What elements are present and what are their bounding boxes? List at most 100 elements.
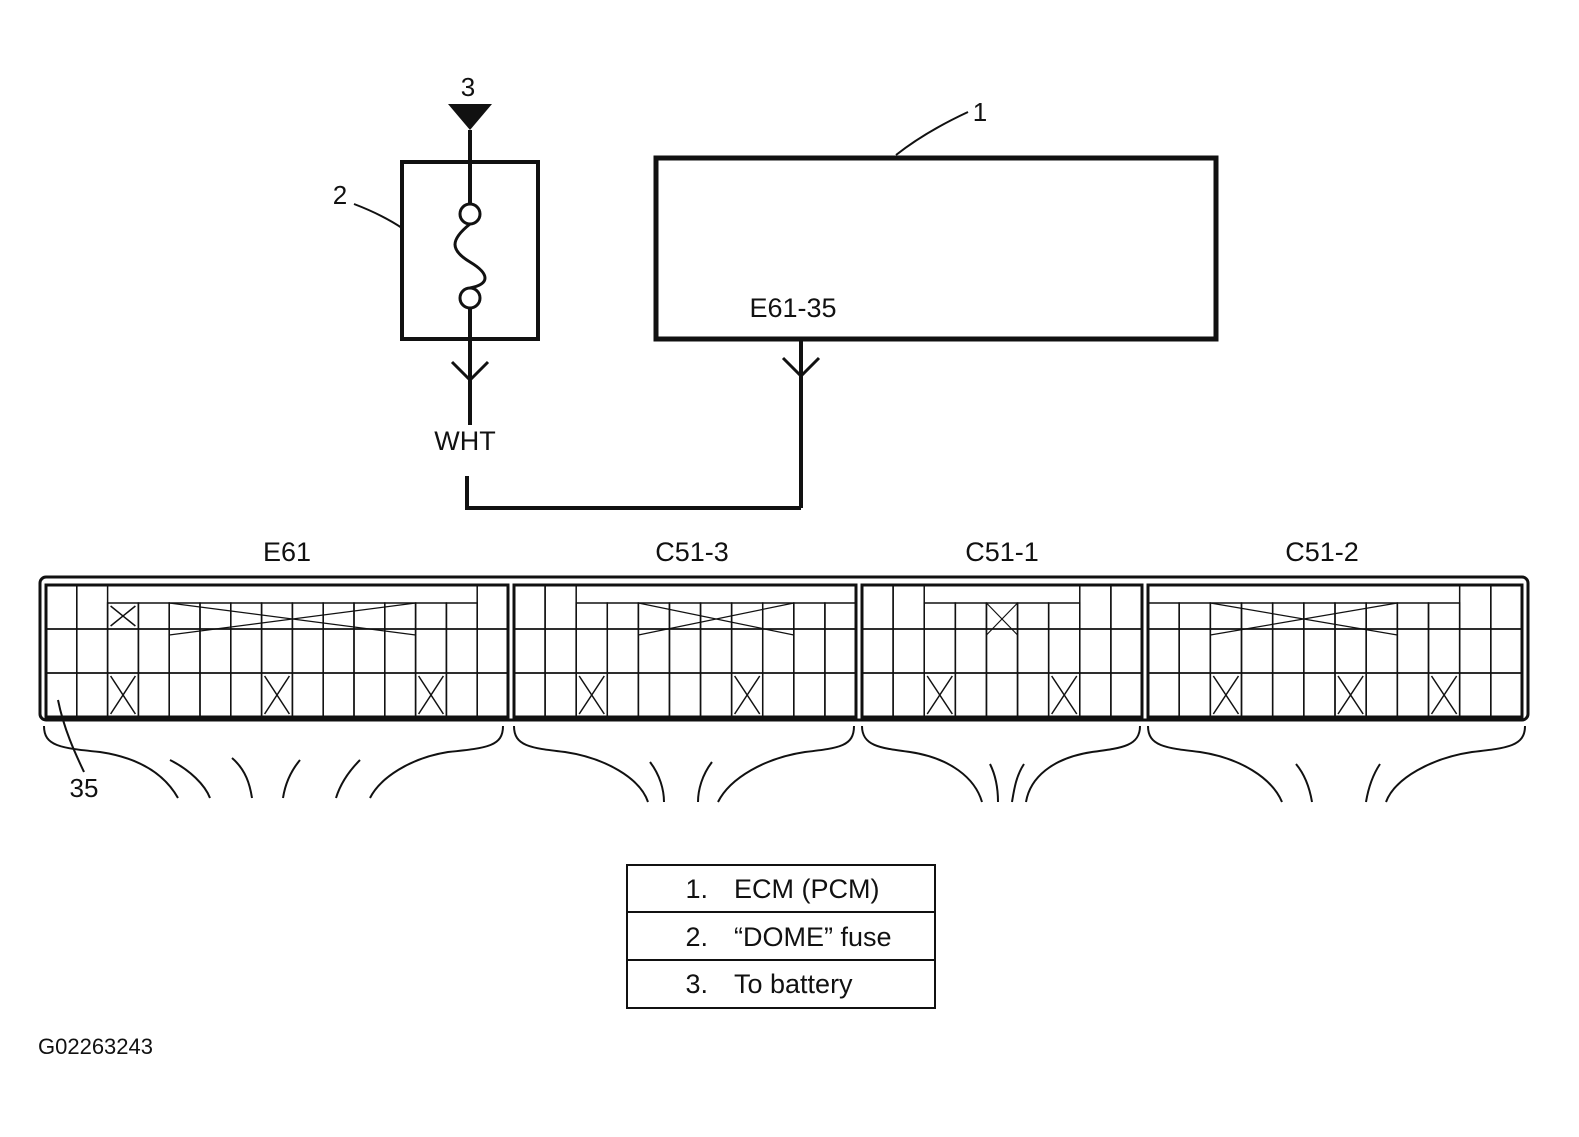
- connector-pin: [1147, 628, 1180, 674]
- connector-pin: [1240, 628, 1274, 674]
- connector-pin: [954, 672, 988, 718]
- connector-pin: [45, 672, 78, 718]
- legend-item-1-number: 1.: [685, 874, 708, 904]
- connector-pin: [1209, 628, 1243, 674]
- connector-pin: [1079, 672, 1112, 718]
- connector-pin: [861, 672, 894, 718]
- connector-pin: [76, 672, 109, 718]
- ecm-connector-icon: [781, 356, 821, 379]
- connector-pin: [291, 672, 324, 718]
- connector-pin: [699, 672, 733, 718]
- connector-pin: [861, 628, 894, 674]
- connector-pin: [1016, 628, 1050, 674]
- connector-pin: [923, 628, 957, 674]
- connector-pin: [1490, 672, 1523, 718]
- battery-feed: 3: [448, 72, 492, 162]
- connector-pin: [892, 672, 925, 718]
- connector-pin: [1047, 602, 1081, 630]
- connector-pin: [1178, 602, 1212, 630]
- connector-pin: [353, 672, 386, 718]
- fuse-connector-icon: [450, 360, 490, 383]
- connector-pin: [230, 628, 263, 674]
- connector-pin: [575, 628, 609, 674]
- connector-pin: [45, 584, 78, 630]
- connector-pin: [954, 628, 988, 674]
- connector-pin: [137, 672, 170, 718]
- fuse-terminal-bottom: [458, 286, 482, 310]
- connector-pin: [606, 602, 640, 630]
- connector-pin: [1458, 584, 1492, 630]
- connector-pin: [199, 628, 232, 674]
- connector-pin: [824, 628, 857, 674]
- legend-item-2-number: 2.: [685, 922, 708, 952]
- legend-item-3-text: To battery: [734, 969, 853, 999]
- ecm-module: 1 E61-35: [653, 97, 1219, 508]
- connector-pin: [414, 602, 448, 630]
- connector-block-c51-2: [1146, 583, 1524, 719]
- connector-pin: [954, 602, 988, 630]
- wht-wire: [465, 476, 801, 510]
- connector-pin: [168, 672, 201, 718]
- connector-pin: [793, 672, 826, 718]
- connector-pin: [1396, 672, 1430, 718]
- connector-pin: [606, 672, 640, 718]
- connector-pin: [892, 584, 925, 630]
- connector-pin: [637, 628, 671, 674]
- connector-pin: [1427, 602, 1461, 630]
- connector-pin: [1490, 628, 1523, 674]
- connector-pin: [985, 628, 1019, 674]
- connector-pin: [45, 628, 78, 674]
- connector-pin: [137, 628, 170, 674]
- connector-pin: [1396, 602, 1430, 630]
- connector-pin: [1365, 628, 1399, 674]
- connector-pin: [1147, 672, 1180, 718]
- connector-block-c51-1: [860, 583, 1144, 719]
- connector-pin: [668, 672, 702, 718]
- connector-pin: [106, 628, 140, 674]
- connector-pin: [445, 672, 478, 718]
- connector-housing: [38, 575, 1530, 722]
- connector-pin: [1016, 672, 1050, 718]
- connector-pin: [168, 628, 201, 674]
- connector-pin: [892, 628, 925, 674]
- connector-pin: [544, 628, 577, 674]
- connector-pin: [76, 628, 109, 674]
- connector-pin: [761, 672, 795, 718]
- connector-pin: [513, 672, 546, 718]
- connector-pin: [730, 628, 764, 674]
- connector-pin: [445, 628, 478, 674]
- connector-pin: [445, 602, 478, 630]
- ecm-box: [653, 155, 1219, 342]
- pin-35-callout: 35: [70, 773, 99, 803]
- connector-pin: [1427, 628, 1461, 674]
- connector-label-e61: E61: [263, 537, 311, 567]
- connector-pin: [1110, 628, 1143, 674]
- connector-pin: [793, 602, 826, 630]
- connector-pin: [1079, 584, 1112, 630]
- connector-pin: [1334, 628, 1367, 674]
- legend-item-3-number: 3.: [685, 969, 708, 999]
- callout-3-label: 3: [461, 72, 475, 102]
- battery-arrow-icon: [448, 104, 492, 130]
- dome-fuse: 2 WHT: [333, 160, 540, 456]
- connector-pin: [1490, 584, 1523, 630]
- connector-pin: [353, 628, 386, 674]
- connector-pin: [923, 602, 957, 630]
- connector-pin: [575, 602, 609, 630]
- connector-pin: [513, 628, 546, 674]
- connector-pin: [414, 628, 448, 674]
- connector-pin: [1271, 672, 1305, 718]
- connector-pin: [384, 672, 417, 718]
- connector-pin: [513, 584, 546, 630]
- connector-pin: [793, 628, 826, 674]
- connector-pin: [476, 584, 509, 630]
- connector-label-c51-2: C51-2: [1285, 537, 1359, 567]
- connector-pin: [668, 628, 702, 674]
- figure-id: G02263243: [38, 1034, 153, 1059]
- connector-pin: [199, 672, 232, 718]
- connector-pin: [824, 672, 857, 718]
- connector-pin: [1365, 672, 1399, 718]
- connector-pin: [291, 628, 324, 674]
- wire-bundles: [43, 725, 1526, 803]
- connector-pin: [1178, 672, 1212, 718]
